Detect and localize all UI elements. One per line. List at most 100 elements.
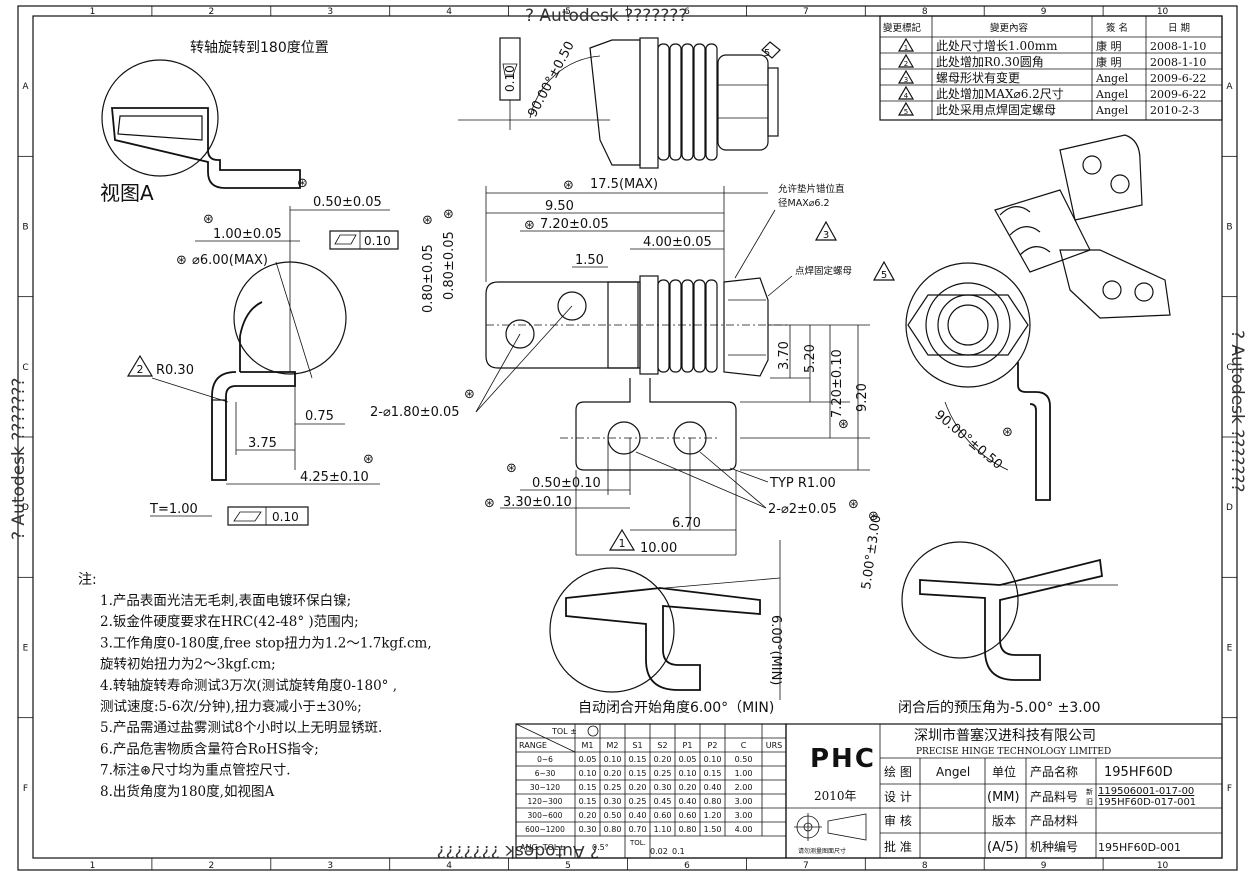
svg-text:⊛: ⊛ (422, 213, 433, 228)
grid-row-label: F (23, 784, 28, 794)
spring-coils-top (657, 43, 718, 161)
tolerance-cell: 0.10 (679, 769, 697, 778)
spring-coil (669, 279, 682, 373)
notes-lines: 1.产品表面光洁无毛刺,表面电镀环保白镍;2.钣金件硬度要求在HRC(42-48… (100, 592, 432, 800)
grid-col-label: 9 (1041, 7, 1047, 17)
grid-col-label: 8 (922, 861, 928, 871)
grid-col-label: 6 (684, 7, 690, 17)
tolerance-range: 30~120 (530, 783, 560, 792)
tolerance-range: 600~1200 (525, 825, 565, 834)
tolerance-cell: 0.15 (629, 769, 647, 778)
svg-text:⊛: ⊛ (176, 253, 187, 268)
dim-1-50: 1.50 (575, 253, 604, 268)
grid-col-label: 4 (446, 7, 452, 17)
ang-tol-label: ANG. TOL± (520, 843, 565, 852)
svg-text:5: 5 (881, 270, 887, 281)
dim-typ-r: TYP R1.00 (769, 476, 836, 491)
preload-angle-dim: 5.00°±3.00 (859, 514, 884, 591)
tolerance-range: 120~300 (528, 797, 563, 806)
company-name-cn: 深圳市普塞汉进科技有限公司 (914, 727, 1096, 744)
grid-row-label: A (22, 82, 29, 92)
svg-text:⊛: ⊛ (297, 176, 308, 191)
grid-col-label: 5 (565, 861, 571, 871)
left-dim-0-50: 0.50±0.05 (313, 195, 382, 210)
title-block: PHC 2010年 请勿测量图面尺寸 深圳市普塞汉进科技有限公司 PRECISE… (785, 723, 1223, 859)
tolerance-cell: 0.40 (704, 783, 722, 792)
tolerance-cell: 0.15 (629, 755, 647, 764)
tol-small-label: TOL. (629, 839, 646, 847)
tolerance-column-header: S2 (657, 741, 667, 750)
svg-text:⊛: ⊛ (203, 212, 214, 227)
spring-coil (705, 279, 718, 373)
tolerance-cell: 0.45 (654, 797, 672, 806)
tolerance-cell: 0.30 (654, 783, 672, 792)
grid-col-label: 8 (922, 7, 928, 17)
rev-header-date: 日 期 (1168, 23, 1190, 34)
revision-mark: 2 (904, 60, 908, 68)
revision-signer: 康 明 (1096, 39, 1122, 53)
tolerance-cell: 0.40 (629, 811, 647, 820)
rev-header-signer: 簽 名 (1106, 22, 1128, 34)
dim-10-00: 10.00 (640, 541, 677, 556)
spring-coil (669, 43, 682, 161)
tolerance-column-header: URS (766, 741, 783, 750)
spring-coils-front (657, 279, 718, 373)
grid-row-label: A (1226, 82, 1233, 92)
note-line: 旋转初始扭力为2～3kgf.cm; (100, 656, 276, 673)
grid-row-label: D (22, 503, 29, 513)
tolerance-cell: 1.20 (704, 811, 722, 820)
svg-text:3: 3 (823, 230, 829, 241)
tol-label: TOL ± (551, 727, 577, 736)
product-name: 195HF60D (1104, 765, 1173, 780)
washer-note-1: 允许垫片错位直 (778, 183, 845, 195)
revision-mark: 4 (904, 92, 909, 100)
tolerance-cell: 2.00 (735, 783, 753, 792)
left-flatness-value: 0.10 (364, 234, 391, 248)
tolerance-cell: 0.10 (579, 769, 597, 778)
dim-4-00: 4.00±0.05 (643, 235, 712, 250)
note-line: 5.产品需通过盐雾测试8个小时以上无明显锈斑. (100, 720, 382, 736)
spring-coil (681, 43, 694, 161)
tolerance-cell: 0.20 (579, 811, 597, 820)
revision-date: 2009-6-22 (1150, 72, 1206, 85)
geo-tol-1: 0.02 (650, 847, 668, 856)
tolerance-cell: 0.80 (679, 825, 697, 834)
tolerance-cell: 0.80 (704, 797, 722, 806)
notes-block: 注: 1.产品表面光洁无毛刺,表面电镀环保白镍;2.钣金件硬度要求在HRC(42… (78, 572, 432, 800)
spring-coil (705, 43, 718, 161)
svg-text:⊛: ⊛ (464, 387, 475, 402)
tolerance-cell: 0.30 (604, 797, 622, 806)
tolerance-cell: 0.25 (629, 797, 647, 806)
note-line: 7.标注⊛尺寸均为重点管控尺寸. (100, 763, 290, 779)
grid-col-label: 2 (208, 861, 214, 871)
left-flatness-value-2: 0.10 (272, 510, 299, 524)
revision-signer: Angel (1095, 88, 1129, 101)
note-line: 4.转轴旋转寿命测试3万次(测试旋转角度0-180° , (100, 677, 397, 694)
revision-signer: Angel (1095, 104, 1129, 117)
top-angle-dim: 90.00°±0.50 (525, 39, 577, 120)
draw-label: 绘 图 (884, 764, 912, 779)
note-line: 测试速度:5-6次/分钟),扭力衰减小于±30%; (100, 698, 362, 715)
view-a: 转轴旋转到180度位置 视图A (100, 40, 329, 205)
revision-mark: 3 (904, 76, 908, 84)
tolerance-column-header: C (741, 741, 747, 750)
version-label: 版本 (992, 814, 1016, 828)
grid-col-label: 6 (684, 861, 690, 871)
tolerance-cell: 0.20 (629, 783, 647, 792)
dim-3-30: 3.30±0.10 (503, 495, 572, 510)
review-label: 审 核 (884, 813, 912, 828)
model-label: 机种编号 (1030, 839, 1078, 854)
revision-mark: 1 (904, 44, 908, 52)
tolerance-range: 6~30 (535, 769, 556, 778)
grid-row-label: C (22, 363, 28, 373)
notes-heading: 注: (78, 572, 97, 588)
tolerance-cell: 1.00 (735, 769, 753, 778)
